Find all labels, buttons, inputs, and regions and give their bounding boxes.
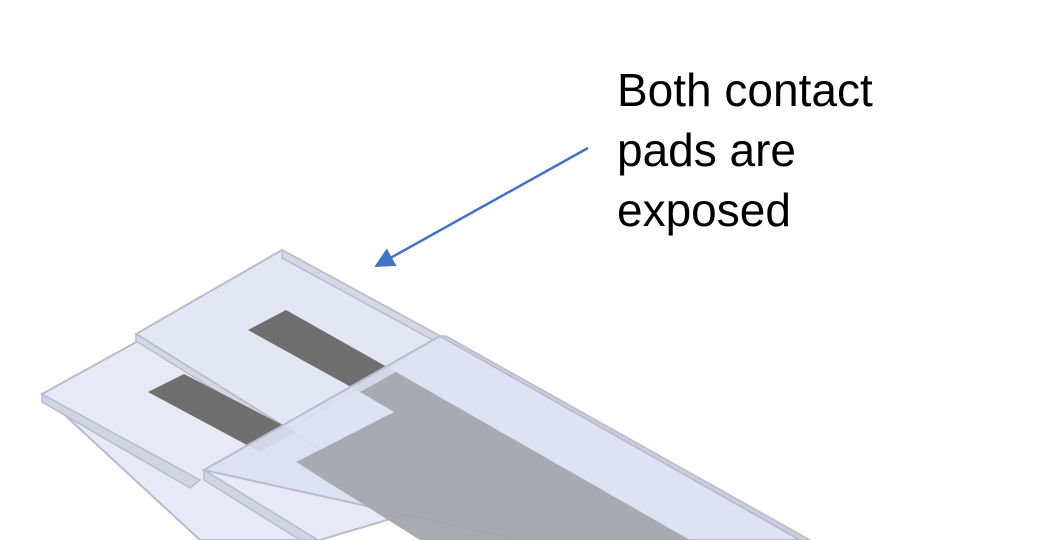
contact-pad-lower <box>148 374 296 452</box>
annotation-line: exposed <box>617 184 791 236</box>
electrode-strip <box>296 372 690 540</box>
callout-arrow <box>374 146 589 268</box>
annotation-text: Both contact pads are exposed <box>617 60 1017 240</box>
annotation-line: Both contact <box>617 64 873 116</box>
contact-pad-upper <box>248 310 396 392</box>
annotation-line: pads are <box>617 124 797 176</box>
